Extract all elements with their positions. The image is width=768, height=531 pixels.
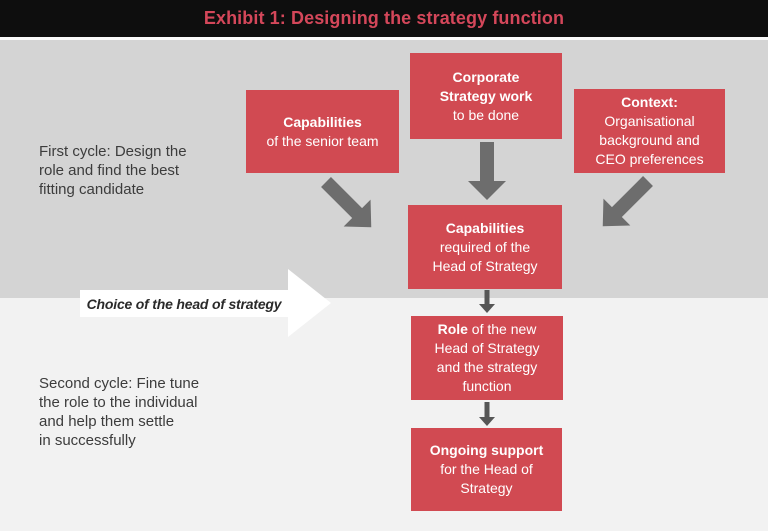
box-line: Capabilities xyxy=(283,113,362,130)
box-line: for the Head of xyxy=(440,461,533,477)
down-arrow-icon xyxy=(468,142,506,200)
second-cycle-line: Second cycle: Fine tune xyxy=(39,375,200,392)
down-left-arrow-icon xyxy=(602,176,653,227)
exhibit-header: Exhibit 1: Designing the strategy functi… xyxy=(0,0,768,37)
small-down-arrow-icon xyxy=(479,290,495,313)
box-line: Capabilities xyxy=(445,219,525,236)
box-line: function xyxy=(462,378,512,394)
box-line: and the strategy xyxy=(436,359,538,375)
header-divider xyxy=(0,37,768,40)
box-line: Strategy work xyxy=(439,87,533,104)
box-line: to be done xyxy=(452,106,520,123)
second-cycle-line: the role to the individual xyxy=(39,394,198,411)
node-role-of-new-head: Role of the new Head of Strategy and the… xyxy=(411,316,563,400)
choice-banner-label: Choice of the head of strategy xyxy=(86,295,282,312)
box-line: Corporate xyxy=(452,68,520,85)
box-line: Ongoing support xyxy=(429,442,544,458)
box-line: Role of the new xyxy=(437,321,537,337)
node-corporate-strategy-work: Corporate Strategy work to be done xyxy=(410,53,562,139)
box-line: CEO preferences xyxy=(595,151,704,167)
first-cycle-label: First cycle: Design the role and find th… xyxy=(39,142,239,199)
first-cycle-line: role and find the best xyxy=(39,162,180,179)
box-line: Head of Strategy xyxy=(432,257,538,274)
box-line: Context: xyxy=(621,94,678,110)
first-cycle-line: fitting candidate xyxy=(39,181,145,198)
node-context: Context: Organisational background and C… xyxy=(574,89,725,173)
down-right-arrow-icon xyxy=(321,177,372,228)
box-line: Head of Strategy xyxy=(434,340,540,356)
node-capabilities-senior-team: Capabilities of the senior team xyxy=(246,90,399,173)
small-down-arrow-icon xyxy=(479,402,495,426)
box-line: Organisational xyxy=(604,113,695,129)
choice-banner-arrow xyxy=(80,269,331,337)
exhibit-title: Exhibit 1: Designing the strategy functi… xyxy=(203,8,565,28)
box-line: required of the xyxy=(439,238,531,255)
node-capabilities-required: Capabilities required of the Head of Str… xyxy=(408,205,562,289)
first-cycle-line: First cycle: Design the xyxy=(39,143,187,160)
box-line: background and xyxy=(599,132,700,148)
second-cycle-line: in successfully xyxy=(39,432,136,449)
box-line: Strategy xyxy=(460,480,513,496)
box-line: of the senior team xyxy=(266,132,379,149)
second-cycle-label: Second cycle: Fine tune the role to the … xyxy=(39,374,249,450)
second-cycle-line: and help them settle xyxy=(39,413,175,430)
node-ongoing-support: Ongoing support for the Head of Strategy xyxy=(411,428,562,511)
